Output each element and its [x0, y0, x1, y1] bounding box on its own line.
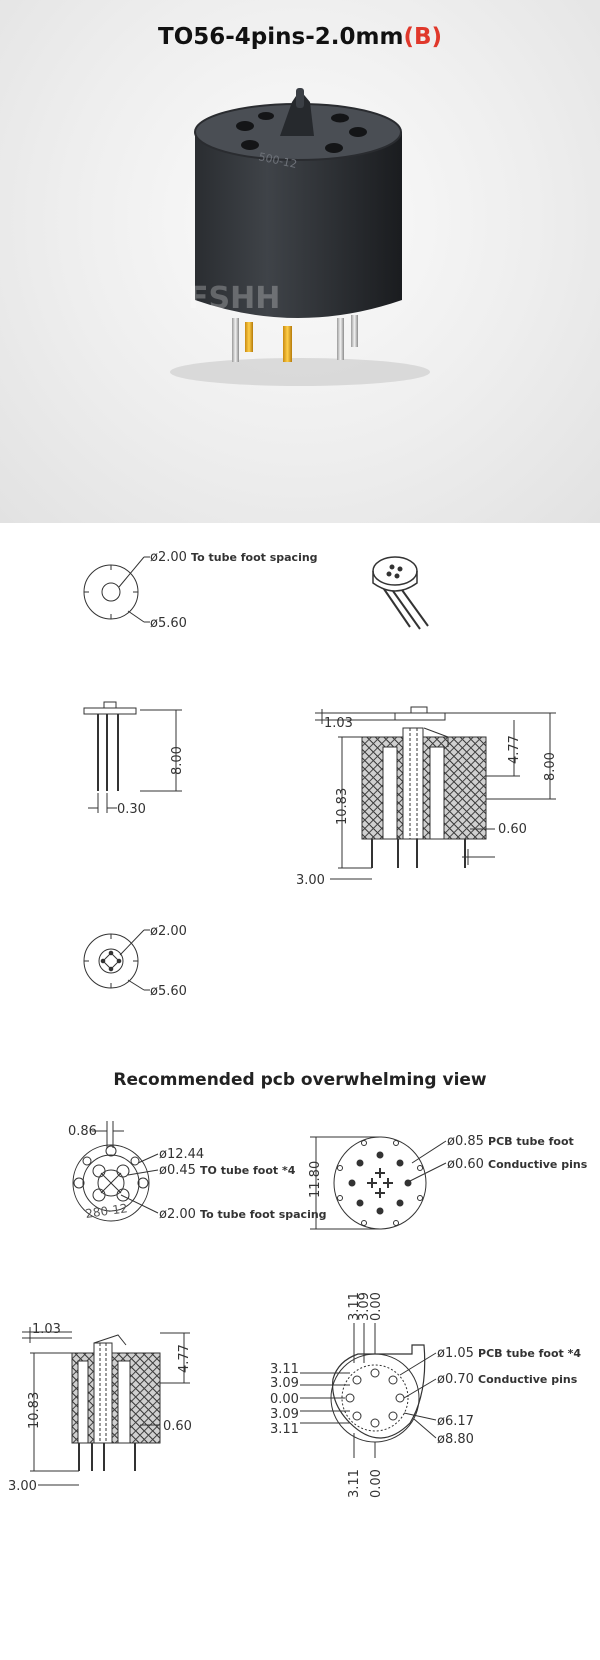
pcb-left-view: 0.86 280-12 ø12.44 ø0.45 TO tube foot *4… [68, 1121, 327, 1222]
coord-left-2: 0.00 [270, 1392, 299, 1407]
dim-foot: ø0.45 TO tube foot *4 [159, 1163, 296, 1178]
dim-pin: 0.60 [163, 1419, 192, 1434]
coord-left-4: 3.11 [270, 1422, 299, 1437]
dim-top: 1.03 [32, 1322, 61, 1337]
side-view-1: 8.00 0.30 [83, 701, 185, 817]
title-main: TO56-4pins-2.0mm [158, 24, 404, 50]
coord-top-c: 0.00 [369, 1292, 384, 1321]
dim-spacing: ø2.00 To tube foot spacing [159, 1207, 327, 1222]
technical-drawings: ø2.00 To tube foot spacing ø5.60 8.00 0.… [8, 550, 588, 1498]
dim-h1: 4.77 [177, 1344, 192, 1373]
to-can-diode-icon [372, 556, 429, 630]
dim-spacing: ø2.00 To tube foot spacing [150, 550, 318, 565]
coord-mid: ø6.17 [437, 1414, 474, 1429]
dim-pin: 0.60 [498, 822, 527, 837]
dim-outer: ø5.60 [150, 616, 187, 631]
dim-inner: ø2.00 [150, 924, 187, 939]
engraving-text: 280-12 [84, 1201, 128, 1221]
watermark: FSHH [188, 281, 280, 316]
pin [337, 318, 344, 360]
dim-top: 1.03 [324, 716, 353, 731]
dim-h2: 8.00 [543, 752, 558, 781]
product-photo: TO56-4pins-2.0mm(B) [0, 0, 600, 523]
dim-outer: ø5.60 [150, 984, 187, 999]
coord-left-1: 3.09 [270, 1376, 299, 1391]
coord-foot: ø1.05 PCB tube foot *4 [437, 1346, 581, 1361]
pin-gold [245, 322, 253, 352]
dim-height: 11.80 [308, 1161, 323, 1198]
coord-top-a: 3.11 [347, 1292, 362, 1321]
coord-bottom-c: 0.00 [369, 1469, 384, 1498]
top-view-1: ø2.00 To tube foot spacing ø5.60 [83, 550, 318, 631]
page-title: TO56-4pins-2.0mm(B) [0, 24, 600, 50]
dim-body: 10.83 [335, 788, 350, 825]
dim-body: 10.83 [27, 1392, 42, 1429]
title-suffix: (B) [403, 24, 442, 50]
coordinate-view: 3.11 3.09 0.00 3.11 3.09 0.00 3.09 3.11 … [270, 1292, 581, 1498]
pin [351, 315, 358, 347]
section-view-1: 1.03 10.83 3.00 4.77 8.00 0.60 [296, 706, 558, 888]
coord-left-3: 3.09 [270, 1407, 299, 1422]
dim-outer: ø12.44 [159, 1147, 204, 1162]
dim-height: 8.00 [170, 746, 185, 775]
section-view-2: 1.03 10.83 3.00 4.77 0.60 [8, 1322, 192, 1494]
pin [232, 318, 239, 362]
coord-outer: ø8.80 [437, 1432, 474, 1447]
dim-top: 0.86 [68, 1124, 97, 1139]
coord-top-b: 3.09 [357, 1292, 372, 1321]
dim-pin-width: 0.30 [117, 802, 146, 817]
dim-pin: ø0.60 Conductive pins [447, 1157, 588, 1172]
dim-bottom: 3.00 [8, 1479, 37, 1494]
dim-foot: ø0.85 PCB tube foot [447, 1134, 574, 1149]
dim-bottom: 3.00 [296, 873, 325, 888]
pin-gold [283, 326, 292, 362]
pcb-heading: Recommended pcb overwhelming view [113, 1070, 487, 1090]
coord-pin: ø0.70 Conductive pins [437, 1372, 578, 1387]
coord-left-0: 3.11 [270, 1362, 299, 1377]
pcb-right-view: 11.80 ø0.85 PCB tube foot ø0.60 Conducti… [308, 1134, 588, 1230]
dim-h1: 4.77 [507, 735, 522, 764]
top-view-2: ø2.00 ø5.60 [83, 924, 187, 999]
socket-photo-illustration: 500-12 FSHH [170, 88, 430, 386]
coord-bottom-a: 3.11 [347, 1469, 362, 1498]
